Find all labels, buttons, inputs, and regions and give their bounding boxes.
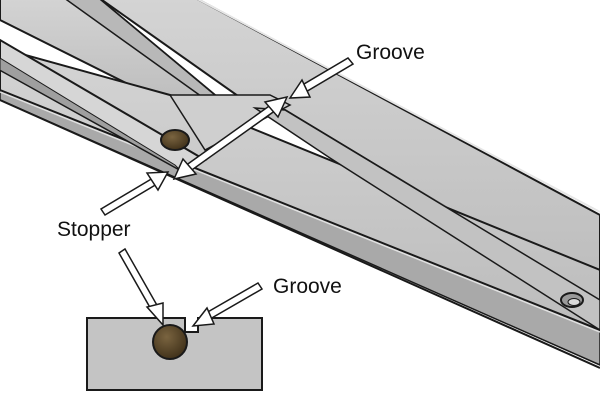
blade-hole (560, 292, 584, 308)
groove-top-label: Groove (356, 41, 425, 64)
stopper-lower-arrow (118, 247, 164, 327)
inset-stopper-ball (152, 324, 188, 360)
stopper-label: Stopper (57, 218, 131, 241)
detail-inset (86, 317, 263, 391)
lower-blade (0, 46, 600, 369)
groove-bottom-arrow (191, 281, 264, 327)
stopper-upper-arrow (99, 171, 170, 217)
stopper-knob (160, 129, 190, 151)
groove-top-arrow (288, 57, 355, 99)
stopper-to-groove-arrow (172, 95, 289, 181)
groove-bottom-label: Groove (273, 275, 342, 298)
